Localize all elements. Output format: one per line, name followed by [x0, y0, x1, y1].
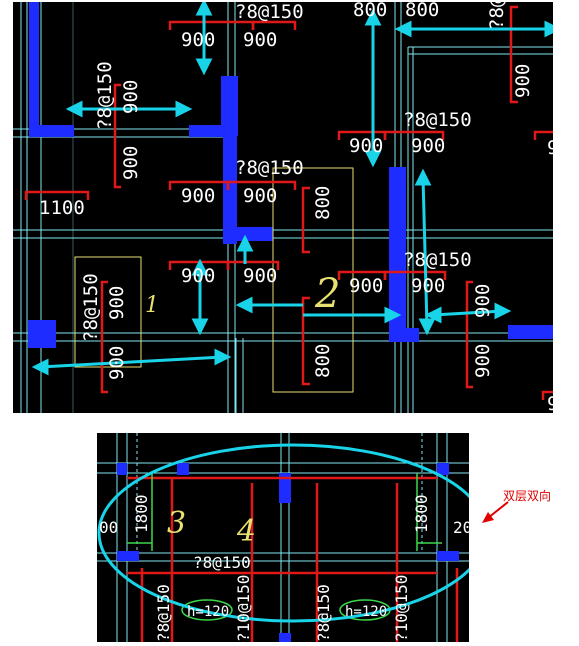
spacing-label: ?8@150 [486, 2, 508, 30]
length-label: 900 [243, 29, 277, 51]
length-label: 900 [181, 29, 215, 51]
length-label: 00 [99, 518, 118, 537]
spacing-label: ?8@150 [235, 2, 304, 23]
length-label: 900 [472, 344, 494, 378]
spacing-label: ?8@150 [403, 249, 472, 271]
spacing-label: ?8@150 [314, 584, 333, 642]
length-label: 900 [181, 185, 215, 207]
length-label: 900 [120, 80, 142, 114]
rotated-labels: ?8@150 900 900 800 800 ?8@150 900 900 90… [80, 2, 534, 380]
length-label: 800 [312, 344, 334, 378]
length-label: 900 [243, 185, 277, 207]
length-label: 900 [106, 286, 128, 320]
beams [28, 2, 553, 348]
detail-drawing: 00 20 ?8@150 h=120 h=120 1800 1800 ?8@15… [97, 433, 469, 642]
length-label: 900 [181, 265, 215, 287]
spacing-label: ?8@150 [154, 584, 173, 642]
thickness-label: h=120 [345, 604, 387, 620]
length-label: 1800 [412, 494, 431, 533]
length-label: 900 [411, 275, 445, 297]
panel-number: 1 [145, 293, 159, 318]
slab-detail-view: 00 20 ?8@150 h=120 h=120 1800 1800 ?8@15… [97, 433, 469, 642]
spacing-label: ?8@150 [80, 273, 102, 342]
length-label: 900 [120, 146, 142, 180]
length-label: 900 [472, 284, 494, 318]
plan-labels: ?8@150 800 800 900 900 900 900 ?8@150 90… [39, 2, 553, 413]
panel-numbers: 1 2 [145, 271, 340, 318]
spacing-label: ?8@150 [193, 553, 251, 572]
length-label: 900 [349, 135, 383, 157]
panel-number: 2 [314, 271, 340, 317]
length-label: 1800 [132, 494, 151, 533]
spacing-label: ?8@150 [403, 109, 472, 131]
direction-arrows [31, 2, 553, 376]
length-label: 900 [349, 275, 383, 297]
length-label: 800 [405, 2, 439, 21]
detail-beams [117, 463, 459, 642]
length-label: 900 [243, 265, 277, 287]
length-label: 900 [411, 135, 445, 157]
annotation-text: 双层双向 [503, 489, 552, 503]
detail-markers [127, 473, 442, 621]
spacing-label: ?10@150 [234, 575, 253, 642]
rebar-marks [24, 5, 553, 400]
detail-panel-numbers: 3 4 [167, 506, 256, 549]
slab-reinforcement-plan: ?8@150 800 800 900 900 900 900 ?8@150 90… [13, 2, 553, 413]
edge-label: 9 [547, 137, 553, 159]
slab-outlines [74, 167, 354, 393]
spacing-label: ?8@150 [235, 157, 304, 179]
panel-number: 3 [167, 506, 186, 541]
panel-number: 4 [236, 514, 256, 549]
plan-drawing: ?8@150 800 800 900 900 900 900 ?8@150 90… [13, 2, 553, 413]
spacing-label: ?10@150 [392, 575, 411, 642]
length-label: 20 [453, 518, 469, 537]
annotation-arrow [482, 501, 509, 523]
edge-label: 9 [547, 393, 553, 413]
length-label: 900 [106, 346, 128, 380]
spacing-label: ?8@150 [94, 61, 116, 130]
highlight-ellipse [97, 443, 469, 623]
thickness-label: h=120 [187, 604, 229, 620]
detail-labels: 00 20 ?8@150 h=120 h=120 [99, 518, 469, 620]
length-label: 800 [353, 2, 387, 21]
length-label: 900 [512, 64, 534, 98]
length-label: 800 [312, 186, 334, 220]
length-label: 1100 [39, 197, 85, 219]
detail-rotated-labels: 1800 1800 ?8@150 ?10@150 ?8@150 ?10@150 [132, 494, 431, 642]
